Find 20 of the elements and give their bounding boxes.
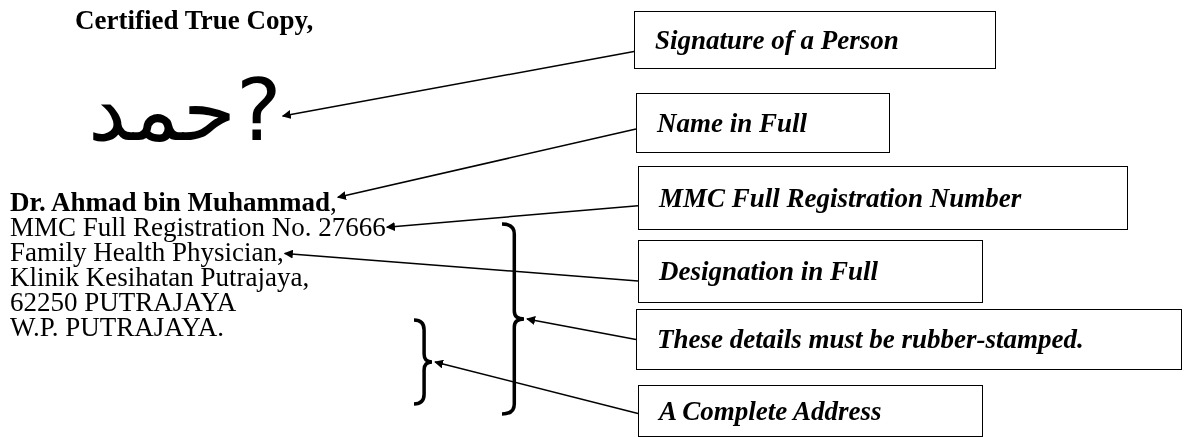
address-text: 62250 PUTRAJAYA xyxy=(10,290,237,315)
leader-arrow xyxy=(283,249,639,282)
detail-text: Dr. Ahmad bin Muhammad, xyxy=(10,190,337,215)
curly-brace xyxy=(500,222,526,416)
callout-box: These details must be rubber-stamped. xyxy=(636,309,1182,370)
callout-box: MMC Full Registration Number xyxy=(638,166,1128,230)
detail-text: MMC Full Registration No. 27666 xyxy=(10,215,386,240)
callout-box: Signature of a Person xyxy=(634,11,996,69)
callout-box: A Complete Address xyxy=(638,385,983,437)
callout-box: Name in Full xyxy=(636,93,890,153)
callout-box: Designation in Full xyxy=(638,240,983,303)
leader-arrow xyxy=(526,316,637,341)
curly-brace xyxy=(412,318,434,406)
leader-arrow xyxy=(434,359,639,415)
heading-text: Certified True Copy, xyxy=(75,8,314,33)
leader-arrow xyxy=(336,128,637,200)
leader-arrow xyxy=(385,204,639,232)
address-text: W.P. PUTRAJAYA. xyxy=(10,315,225,340)
leader-arrow xyxy=(281,50,635,119)
signature-text: حمد? xyxy=(88,50,282,170)
